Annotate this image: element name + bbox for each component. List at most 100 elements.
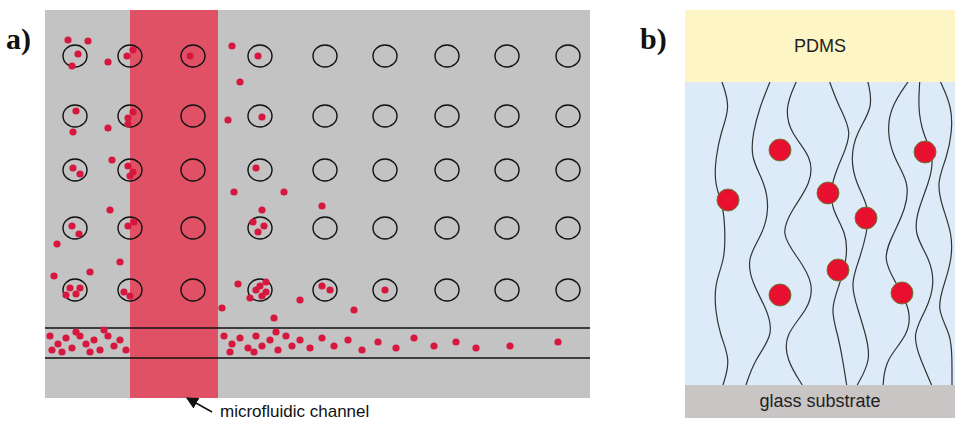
particle — [252, 164, 259, 171]
particle — [72, 328, 79, 335]
particle — [104, 332, 111, 339]
well — [248, 45, 272, 67]
well — [248, 159, 272, 181]
particle — [68, 344, 75, 351]
particle — [108, 156, 115, 163]
well — [63, 279, 87, 301]
particle — [344, 336, 351, 343]
particle — [506, 342, 513, 349]
well — [556, 279, 580, 301]
well — [435, 217, 459, 239]
well — [118, 279, 142, 301]
particle — [126, 292, 133, 299]
particle — [218, 304, 225, 311]
bead — [769, 284, 791, 306]
particle — [124, 222, 131, 229]
particle — [116, 258, 123, 265]
particle — [236, 78, 243, 85]
particle — [90, 336, 97, 343]
particle — [69, 128, 76, 135]
bead — [827, 259, 849, 281]
particle — [54, 340, 61, 347]
well — [435, 45, 459, 67]
well — [181, 105, 205, 127]
well — [248, 217, 272, 239]
particle — [126, 172, 133, 179]
particle — [124, 120, 131, 127]
particle — [452, 338, 459, 345]
particle — [120, 288, 127, 295]
particle — [374, 338, 381, 345]
well — [63, 105, 87, 127]
particle — [472, 344, 479, 351]
particle — [270, 314, 277, 321]
panel-b — [685, 82, 955, 385]
particle — [274, 346, 281, 353]
particle — [75, 230, 82, 237]
layer-label: glass substrate — [759, 391, 880, 412]
particle — [318, 282, 325, 289]
particle — [236, 334, 243, 341]
polymer-chain — [915, 82, 932, 385]
well — [495, 159, 519, 181]
particle — [58, 348, 65, 355]
particle — [50, 272, 57, 279]
particle — [250, 348, 257, 355]
well — [181, 217, 205, 239]
particle — [76, 170, 83, 177]
particle — [318, 334, 325, 341]
particle — [326, 286, 333, 293]
particle — [110, 342, 117, 349]
particle — [84, 37, 91, 44]
particle — [228, 340, 235, 347]
particle — [130, 218, 137, 225]
well — [118, 217, 142, 239]
well — [373, 279, 397, 301]
particle — [234, 280, 241, 287]
well — [373, 105, 397, 127]
well — [118, 45, 142, 67]
particle — [96, 346, 103, 353]
particle — [288, 342, 295, 349]
bead — [717, 189, 739, 211]
particle — [554, 338, 561, 345]
panel-label: b) — [640, 22, 667, 56]
particle — [124, 162, 131, 169]
well — [435, 279, 459, 301]
particle — [318, 202, 325, 209]
trench-edge — [45, 327, 590, 329]
particle — [62, 334, 69, 341]
polymer-chain — [715, 82, 728, 385]
particle — [258, 206, 265, 213]
well — [63, 217, 87, 239]
polymer-chain — [746, 82, 770, 385]
polymer-chain — [785, 82, 811, 385]
particle — [64, 36, 71, 43]
well — [373, 217, 397, 239]
panel-label: a) — [6, 22, 31, 56]
particle — [258, 113, 265, 120]
particle — [104, 58, 111, 65]
particle — [104, 124, 111, 131]
particle — [262, 288, 269, 295]
particle — [252, 332, 259, 339]
particle — [68, 222, 75, 229]
particle — [116, 336, 123, 343]
particle — [66, 284, 73, 291]
well — [556, 45, 580, 67]
particle — [76, 284, 83, 291]
bead — [855, 207, 877, 229]
well — [495, 45, 519, 67]
particle — [244, 344, 251, 351]
particle — [430, 342, 437, 349]
particle — [350, 306, 357, 313]
particle — [123, 52, 130, 59]
well — [495, 279, 519, 301]
particle — [122, 346, 129, 353]
particle — [260, 222, 267, 229]
well — [556, 105, 580, 127]
well — [313, 279, 337, 301]
particle — [129, 46, 136, 53]
particle — [358, 346, 365, 353]
polymer-chain — [852, 82, 870, 385]
